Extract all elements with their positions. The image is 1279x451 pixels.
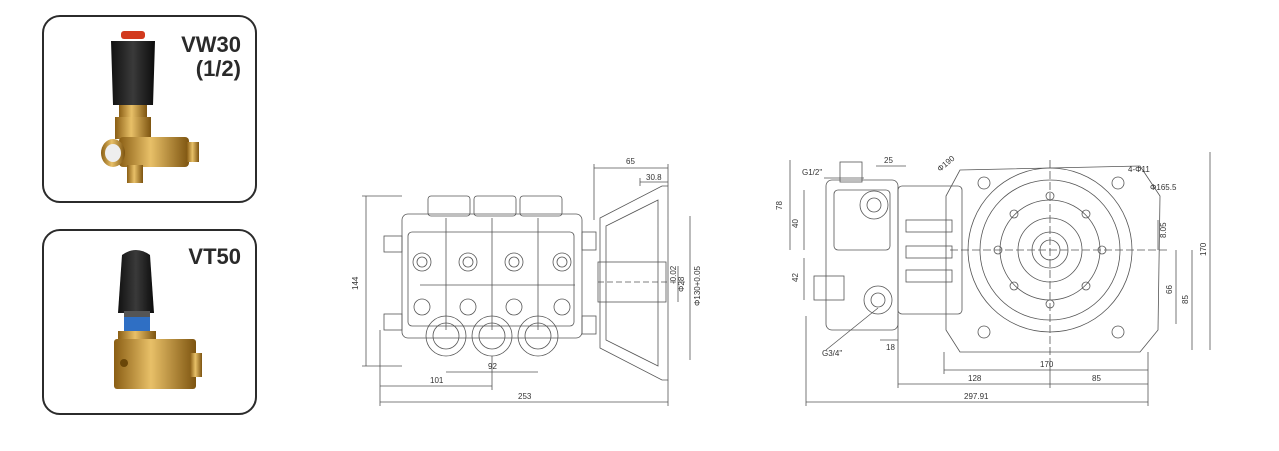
dim-170-right: 170 xyxy=(1199,242,1208,256)
product-model: VT50 xyxy=(188,244,241,269)
dim-flange: Φ130+0.05 xyxy=(693,265,702,306)
dim-40: 40 xyxy=(791,219,800,228)
dim-78: 78 xyxy=(775,201,784,210)
label-g12: G1/2" xyxy=(802,168,822,177)
product-model: VW30 xyxy=(181,32,241,57)
product-title-vw30: VW30 (1/2) xyxy=(181,33,241,81)
valve-vt50-image xyxy=(114,250,202,389)
dim-phi190: Φ190 xyxy=(936,154,957,174)
dim-170-bottom: 170 xyxy=(1040,360,1054,369)
dim-25: 25 xyxy=(884,156,893,165)
dim-tolerance: -0.02 xyxy=(669,265,678,284)
dim-bolts: 4-Φ11 xyxy=(1128,165,1150,174)
product-card-vt50: VT50 xyxy=(42,229,257,415)
dim-65: 65 xyxy=(626,157,635,166)
dim-253: 253 xyxy=(518,392,532,401)
valve-vw30-image xyxy=(101,31,199,183)
dim-phi165: Φ165.5 xyxy=(1150,183,1177,192)
front-view-dimensions xyxy=(362,164,691,406)
dim-128: 128 xyxy=(968,374,982,383)
product-size: (1/2) xyxy=(195,56,241,81)
dim-101: 101 xyxy=(430,376,444,385)
dim-phi28: Φ28 xyxy=(677,276,686,292)
product-card-vw30: VW30 (1/2) xyxy=(42,15,257,203)
dim-85-right: 85 xyxy=(1181,295,1190,304)
product-title-vt50: VT50 xyxy=(188,245,241,269)
pump-side-view xyxy=(813,160,1170,360)
dim-92: 92 xyxy=(488,362,497,371)
dim-66: 66 xyxy=(1165,285,1174,294)
pump-front-view xyxy=(383,185,686,381)
dim-144: 144 xyxy=(351,276,360,290)
dim-85-bottom: 85 xyxy=(1092,374,1101,383)
side-view-labels: G1/2" 25 Φ190 4-Φ11 Φ165.5 78 40 42 8.05… xyxy=(775,154,1208,401)
dim-30-8: 30.8 xyxy=(646,173,662,182)
front-view-labels: 65 30.8 144 -0.02 Φ28 Φ130+0.05 101 92 2… xyxy=(351,157,702,401)
side-view-dimensions xyxy=(789,152,1211,406)
dim-8-05: 8.05 xyxy=(1159,222,1168,238)
dim-42: 42 xyxy=(791,273,800,282)
dim-18: 18 xyxy=(886,343,895,352)
dim-297-91: 297.91 xyxy=(964,392,989,401)
label-g34: G3/4" xyxy=(822,349,842,358)
